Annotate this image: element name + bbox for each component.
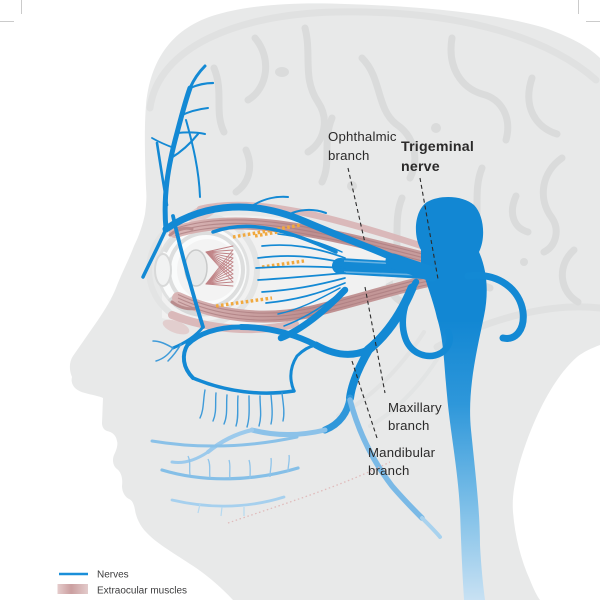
legend-item-extraocular-muscles: Extraocular muscles [57,584,187,597]
label-maxillary-branch: Maxillary branch [388,400,446,433]
legend: Nerves Extraocular muscles [57,570,187,597]
maxillary-nerve-branches [181,283,417,428]
leader-lines [347,167,439,439]
legend-item-nerves: Nerves [59,570,129,581]
legend-nerves-label: Nerves [97,570,129,581]
leader-line-maxillary [364,286,386,394]
label-ophthalmic-branch: Ophthalmic branch [328,129,401,163]
label-trigeminal-nerve: Trigeminal nerve [401,139,478,175]
leader-line-ophthalmic [347,167,366,244]
crop-mark-top-right [578,0,600,22]
legend-muscles-label: Extraocular muscles [97,586,187,597]
label-mandibular-branch: Mandibular branch [368,445,439,478]
legend-muscles-swatch [57,584,88,594]
crop-mark-top-left [0,0,22,22]
brain-texture [146,8,600,428]
nerve-forehead-branches [141,64,215,362]
leader-line-trigeminal [419,177,439,280]
mandibular-nerve-branches [150,344,442,539]
neck-nerve-trunk [415,197,487,600]
ophthalmic-nerve-arc [162,195,398,262]
sympathetic-fiber-dots [215,223,305,308]
zonule-fibers [205,245,234,287]
